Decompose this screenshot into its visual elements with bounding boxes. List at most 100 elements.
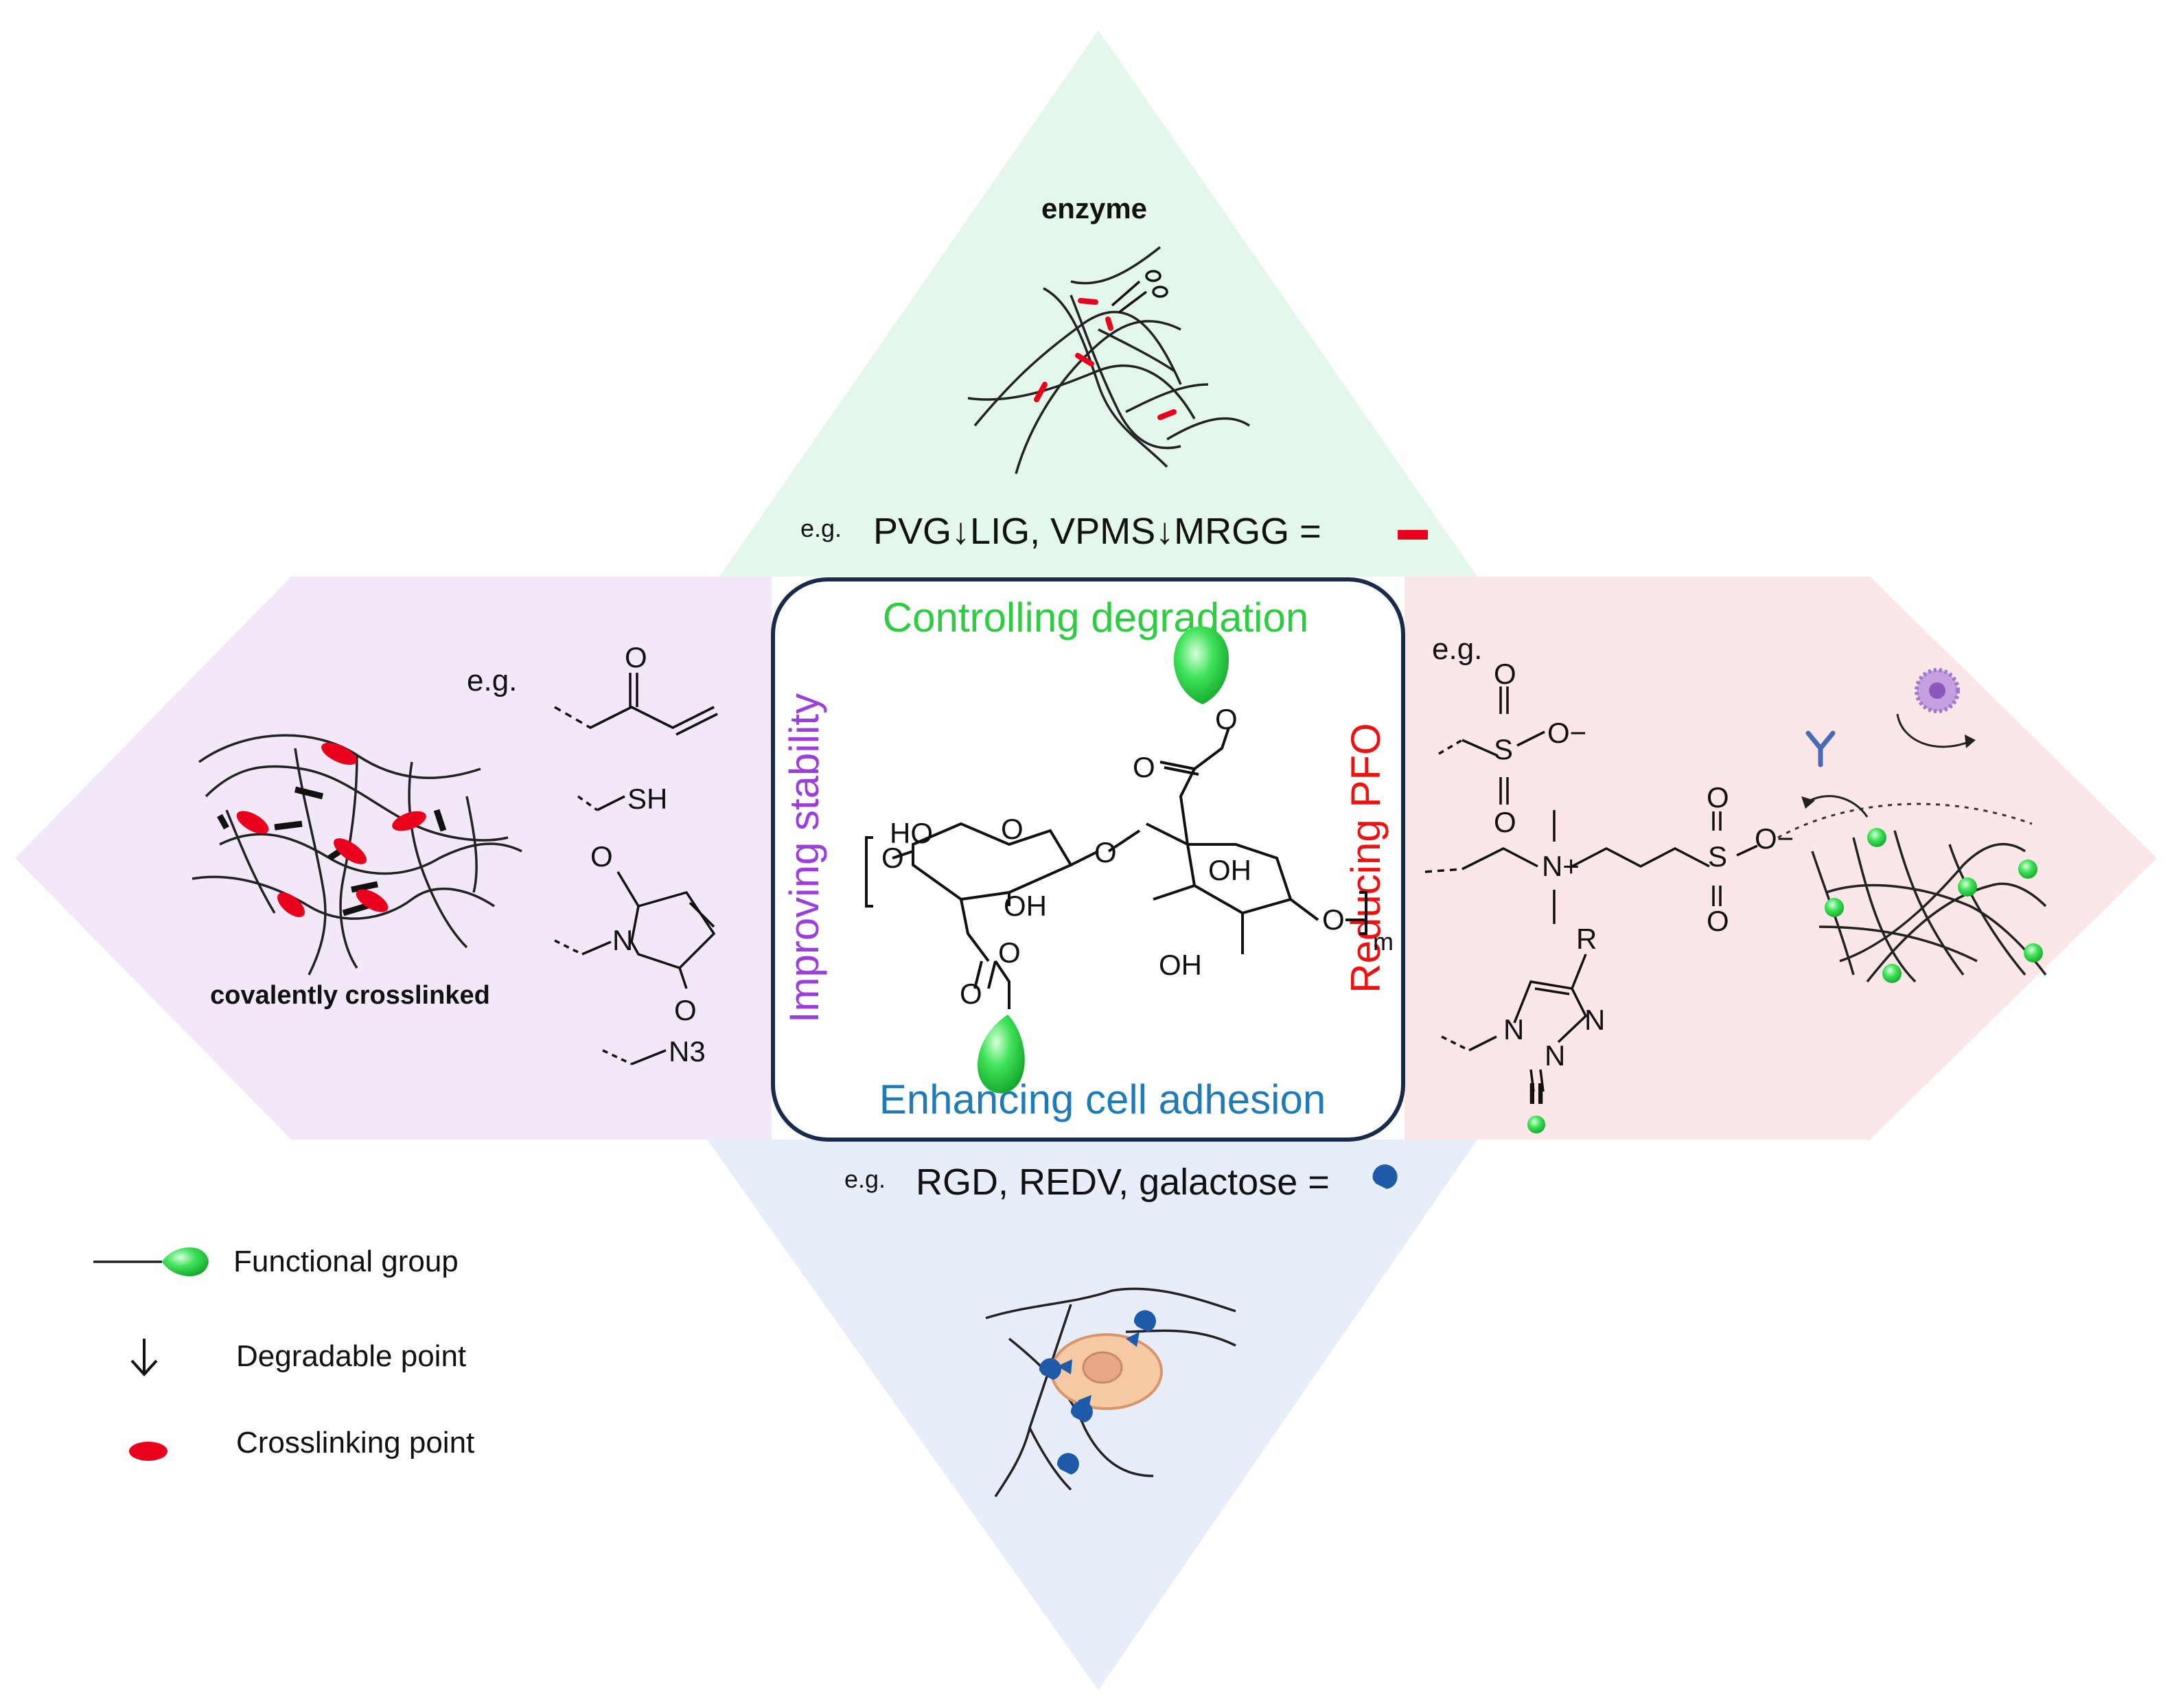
center-right-label: Reducing PFO xyxy=(1343,723,1389,993)
right-structure-atoms: S O O O− N+ S O O O− R N N N xyxy=(1494,658,1794,1072)
dashed-boundary xyxy=(1777,803,2033,839)
atom-label: N xyxy=(612,924,633,956)
ligand-icon xyxy=(1372,1164,1398,1189)
atom-label: R xyxy=(1576,923,1597,955)
enzyme-network xyxy=(967,246,1250,474)
atom-label: O xyxy=(1707,905,1729,937)
atom-label: O− xyxy=(1547,717,1586,749)
red-ellipse-icon xyxy=(321,742,357,765)
atom-label: N3 xyxy=(669,1035,706,1068)
legend-label: Crosslinking point xyxy=(236,1426,474,1459)
equals-sign: II xyxy=(1528,1077,1545,1111)
atom-label: S xyxy=(1708,840,1727,873)
legend: Functional group Degradable point Crossl… xyxy=(93,1245,474,1461)
receptor-triangle xyxy=(1078,1395,1091,1409)
cleavage-site-icon xyxy=(1398,530,1428,540)
atom-label: O xyxy=(1094,836,1117,868)
arrowhead xyxy=(1801,796,1815,809)
top-panel xyxy=(719,30,1477,577)
atom-label: OH xyxy=(1004,890,1047,922)
functional-group-icon xyxy=(2024,943,2043,962)
red-ellipse-icon xyxy=(129,1442,167,1461)
crosslinked-network xyxy=(192,734,522,976)
alginate-structure xyxy=(865,727,1367,1009)
ligand-icon xyxy=(1056,1453,1079,1475)
enzyme-title: enzyme xyxy=(1041,192,1147,224)
atom-label: O xyxy=(625,641,647,673)
crosslink-ellipses xyxy=(236,742,426,917)
left-panel xyxy=(15,577,772,1140)
functional-group-icon xyxy=(1882,964,1902,983)
left-structures xyxy=(554,673,718,1065)
left-eg-label: e.g. xyxy=(467,664,517,697)
atom-label: O xyxy=(590,840,613,873)
atom-label: O xyxy=(960,978,982,1010)
functional-group-icon xyxy=(1825,898,1844,917)
top-example-text: PVG↓LIG, VPMS↓MRGG = xyxy=(873,511,1321,552)
red-ellipse-icon xyxy=(236,811,269,834)
atom-label: O xyxy=(1707,781,1729,813)
atom-label: O xyxy=(881,842,904,874)
right-eg-label: e.g. xyxy=(1432,632,1482,666)
atom-label: O xyxy=(1001,813,1024,845)
atom-label: N+ xyxy=(1542,850,1580,882)
atom-label: N xyxy=(1503,1013,1524,1046)
scissors-icon xyxy=(1111,270,1168,314)
atom-label: N xyxy=(1545,1039,1565,1072)
ligand-icon xyxy=(1133,1310,1156,1332)
antibody-icon xyxy=(1805,730,1836,768)
functional-group-icon xyxy=(2018,859,2037,879)
functional-group-icon xyxy=(1958,877,1977,897)
atom-label: HO xyxy=(890,817,933,849)
atom-label: O− xyxy=(1755,822,1794,855)
atom-label: SH xyxy=(627,783,667,815)
center-bottom-label: Enhancing cell adhesion xyxy=(879,1076,1326,1122)
red-ellipse-icon xyxy=(392,811,426,831)
red-ellipse-icon xyxy=(356,889,389,912)
curved-arrow-icon xyxy=(1896,713,1971,748)
atom-label: O xyxy=(1494,658,1516,690)
center-box xyxy=(771,577,1405,1142)
atom-label: O xyxy=(1133,751,1155,783)
atom-label: S xyxy=(1494,733,1513,765)
atom-label: O xyxy=(674,994,697,1026)
network-functional-groups xyxy=(1825,828,2043,983)
red-ellipse-icon xyxy=(277,892,305,917)
left-caption: covalently crosslinked xyxy=(210,981,490,1010)
atom-label: OH xyxy=(1159,949,1202,981)
receptor-triangle xyxy=(1057,1359,1072,1374)
bottom-example-text: RGD, REDV, galactose = xyxy=(916,1162,1330,1203)
atom-label: N xyxy=(1584,1004,1605,1036)
functional-group-icon xyxy=(1867,828,1886,847)
functional-group-icon xyxy=(1527,1116,1545,1133)
bottom-eg-label: e.g. xyxy=(844,1165,886,1193)
receptor-triangle xyxy=(1126,1332,1140,1347)
atom-label: OH xyxy=(1208,854,1251,886)
top-eg-label: e.g. xyxy=(800,514,842,542)
atom-label: O xyxy=(998,936,1021,969)
adhesion-network xyxy=(985,1287,1236,1497)
right-structures xyxy=(1424,686,1758,1092)
legend-label: Degradable point xyxy=(236,1339,466,1373)
macrophage-icon xyxy=(1915,668,1960,713)
atom-label: O xyxy=(1215,703,1238,735)
left-structure-atoms: O SH O N O N3 xyxy=(590,641,706,1068)
functional-group-icon xyxy=(978,1015,1025,1094)
curved-arrow-icon xyxy=(1805,795,1869,818)
cleavage-points xyxy=(1034,298,1177,420)
ligand-icon xyxy=(1039,1358,1061,1380)
structure-atoms: HO O O OH O O OH O O O OH O m xyxy=(881,703,1394,1010)
atom-label: m xyxy=(1373,927,1394,956)
center-top-label: Controlling degradation xyxy=(883,595,1308,640)
cell-ligands xyxy=(1039,1310,1156,1475)
red-ellipse-icon xyxy=(334,838,367,864)
functional-group-icon xyxy=(1173,626,1229,704)
legend-label: Functional group xyxy=(233,1245,459,1278)
functional-group-icon xyxy=(162,1247,209,1277)
atom-label: O xyxy=(1494,806,1516,838)
right-panel xyxy=(1405,577,2157,1140)
center-left-label: Improving stability xyxy=(781,693,827,1023)
arrow-down-icon xyxy=(130,1339,158,1376)
